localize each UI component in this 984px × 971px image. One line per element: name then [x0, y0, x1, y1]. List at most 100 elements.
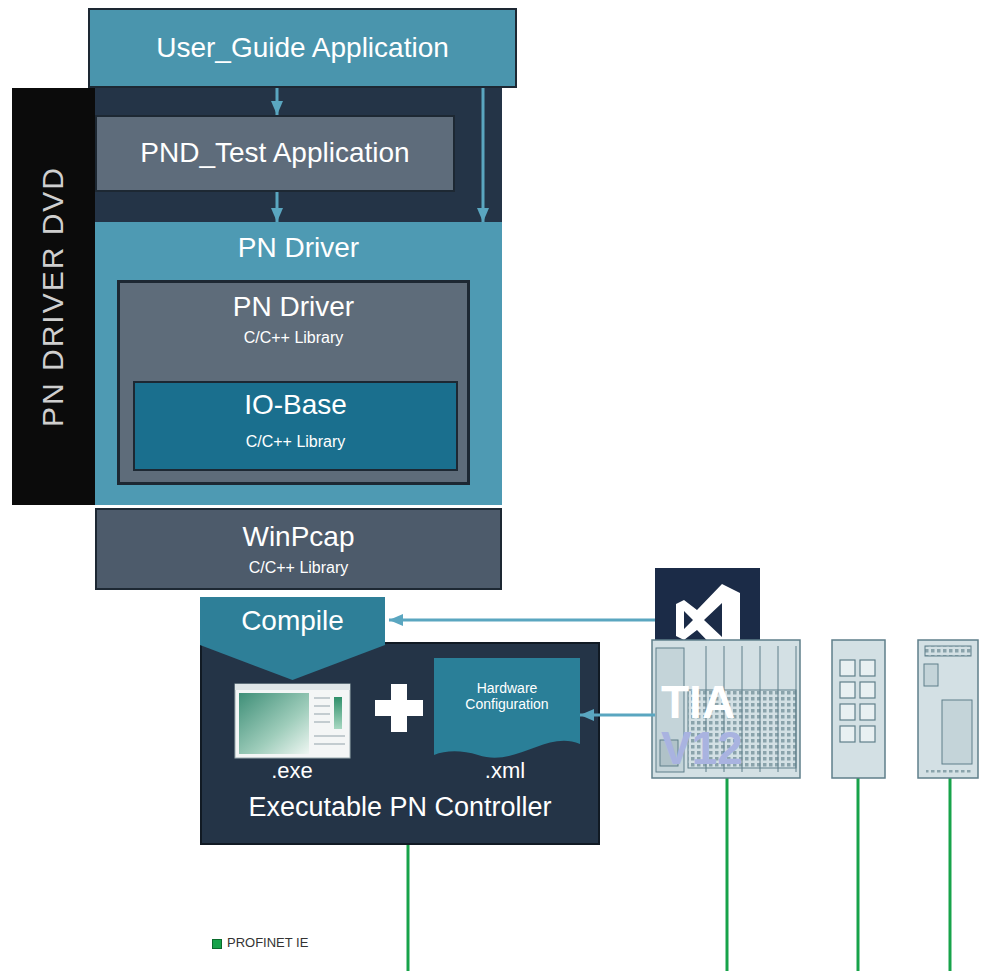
- io-device-part: [918, 640, 978, 778]
- node-title: PN Driver: [232, 232, 365, 264]
- legend-swatch: [212, 939, 222, 949]
- network-switch-part-part: [840, 704, 855, 720]
- text-column: Executable PN Controller: [202, 792, 598, 823]
- flow-arrow: [580, 714, 655, 717]
- node-subtitle: C/C++ Library: [238, 329, 350, 347]
- visual-studio-logo-part: [676, 584, 740, 656]
- dvd-region: PN DRIVER DVD PND_Test Application PN Driv…: [12, 88, 502, 505]
- plc-rack-part: [706, 646, 796, 772]
- io-device: [918, 640, 978, 778]
- exe-icon-part-part: [314, 735, 345, 737]
- exe-icon-part: [239, 693, 309, 754]
- io-device-part: [924, 664, 938, 686]
- exe-icon-part: [235, 684, 350, 758]
- flow-arrow: [276, 192, 279, 222]
- network-switch: [832, 640, 885, 778]
- driver-box: PN DriverPN DriverC/C++ LibraryIO-BaseC/…: [95, 222, 502, 505]
- plc-rack-part-part: [778, 646, 779, 772]
- node-subtitle: C/C++ Library: [240, 433, 352, 451]
- profinet-cables-part: [949, 778, 952, 971]
- network-switch-part-part: [840, 682, 855, 698]
- config-document-shape: [434, 658, 580, 758]
- compile-step-shape: [200, 597, 385, 680]
- compile-step: Compile: [200, 597, 385, 680]
- config-document: Hardware Configuration: [434, 658, 580, 758]
- plus-sign-part: [375, 700, 423, 716]
- exe-icon-part-part: [314, 705, 330, 707]
- network-switch-part-part: [840, 660, 855, 676]
- exe-icon-part: [235, 684, 350, 690]
- application-box: User_Guide Application: [88, 8, 517, 88]
- dvd-band: PN DRIVER DVD: [12, 88, 95, 505]
- node-title: Compile: [235, 605, 350, 637]
- text-column: Hardware Configuration: [434, 680, 580, 712]
- flow-arrow: [276, 88, 279, 115]
- node-title: IO-Base: [238, 389, 353, 421]
- io-device-part: [926, 770, 972, 775]
- network-switch-part-part: [860, 704, 875, 720]
- exe-icon-part-part: [314, 743, 345, 745]
- text-column: User_Guide Application: [90, 32, 515, 64]
- node-title: Hardware Configuration: [434, 680, 580, 712]
- node-title: PN DRIVER DVD: [36, 160, 71, 433]
- node-title: User_Guide Application: [150, 32, 455, 64]
- exe-icon-part-part: [314, 721, 330, 723]
- text-column: PND_Test Application: [97, 137, 453, 169]
- io-device-part: [925, 646, 971, 656]
- library-box: PN DriverC/C++ LibraryIO-BaseC/C++ Libra…: [117, 280, 470, 485]
- network-switch-part: [840, 660, 875, 742]
- node-title: Executable PN Controller: [242, 792, 557, 823]
- plc-rack-part: [660, 740, 678, 766]
- network-switch-part-part: [860, 660, 875, 676]
- plus-sign-part: [391, 684, 407, 732]
- file-extension: .exe: [271, 758, 313, 784]
- exe-icon-part-part: [314, 697, 330, 699]
- text-column: PN DriverC/C++ Library: [120, 291, 467, 348]
- text-column: Compile: [200, 605, 385, 637]
- tia-logo: TIA V12: [655, 675, 760, 778]
- node-title: PN Driver: [227, 291, 360, 323]
- node-title: TIA V12: [655, 679, 760, 771]
- node-subtitle: C/C++ Library: [243, 559, 355, 577]
- profinet-cables-part: [857, 778, 860, 971]
- plc-rack-part-part: [796, 646, 797, 772]
- node-title: WinPcap: [236, 521, 360, 553]
- plc-rack-part-part: [706, 646, 707, 772]
- network-switch-part-part: [860, 682, 875, 698]
- io-device-part: [942, 700, 972, 764]
- exe-icon: [235, 684, 350, 758]
- text-column: IO-BaseC/C++ Library: [135, 389, 456, 452]
- network-switch-part: [832, 640, 885, 778]
- node-title: PND_Test Application: [134, 137, 415, 169]
- profinet-cables: [408, 778, 950, 971]
- plc-rack-part: [688, 690, 796, 768]
- network-switch-part-part: [860, 726, 875, 742]
- exe-icon-part: [334, 697, 342, 729]
- plc-rack-part: [652, 640, 800, 778]
- plc-rack-part-part: [742, 646, 743, 772]
- plc-rack-part-part: [760, 646, 761, 772]
- executable-box: Executable PN Controller Hardware Configu…: [200, 642, 600, 845]
- exe-icon-part-part: [314, 713, 330, 715]
- exe-icon-part: [314, 698, 345, 744]
- library-box: WinPcapC/C++ Library: [95, 508, 502, 590]
- plc-rack-part: [656, 648, 684, 772]
- plc-rack-part-part: [724, 646, 725, 772]
- text-column: PN Driver: [95, 232, 502, 264]
- text-column: WinPcapC/C++ Library: [97, 521, 500, 578]
- flow-arrow: [482, 88, 485, 222]
- text-column: TIA V12: [655, 679, 760, 771]
- profinet-cables-part: [407, 845, 410, 971]
- library-box: IO-BaseC/C++ Library: [133, 381, 458, 471]
- application-box: PND_Test Application: [95, 115, 455, 192]
- profinet-cables-part: [726, 778, 729, 971]
- plus-sign: [375, 684, 423, 732]
- visual-studio-logo: [655, 568, 760, 672]
- plc-rack: [652, 640, 800, 778]
- network-switch-part-part: [840, 726, 855, 742]
- compile-arrow: [389, 620, 655, 621]
- visual-studio-logo-part: [655, 568, 760, 672]
- legend-label: PROFINET IE: [227, 935, 308, 950]
- compile-arrow-part: [389, 619, 655, 622]
